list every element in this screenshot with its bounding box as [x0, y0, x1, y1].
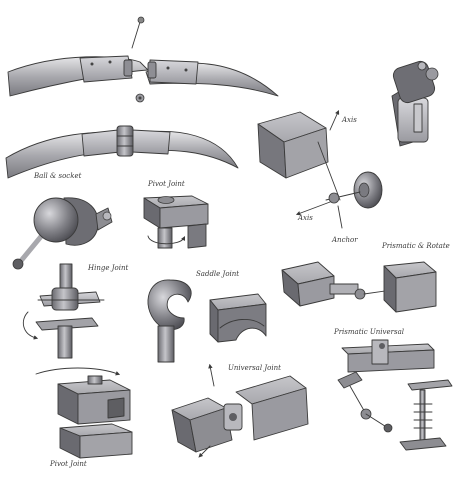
- robot-wrist-sketch: [391, 60, 439, 147]
- label-hinge-joint: Hinge Joint: [87, 264, 128, 272]
- axis-cube-wheel-diagram: [257, 109, 383, 229]
- hinge-joint: [22, 263, 105, 359]
- screw-pin-icon: [131, 16, 145, 49]
- nut-icon: [135, 93, 145, 103]
- bone-hinged-joined: [5, 125, 239, 179]
- universal-joint: [171, 363, 309, 458]
- label-saddle-joint: Saddle Joint: [196, 270, 239, 278]
- label-universal-joint: Universal Joint: [228, 364, 281, 372]
- prismatic-universal-joint: [337, 339, 453, 451]
- label-ball-and-socket: Ball & socket: [33, 172, 82, 180]
- label-axis-side: Axis: [297, 214, 313, 222]
- bone-top-separated: [7, 55, 279, 97]
- label-prismatic-rotate: Prismatic & Rotate: [381, 242, 450, 250]
- label-anchor: Anchor: [331, 236, 358, 244]
- prismatic-rotate-joint: [281, 261, 437, 313]
- label-pivot-joint-bottom: Pivot Joint: [49, 460, 87, 468]
- pivot-joint-top: [143, 195, 209, 249]
- label-prismatic-universal: Prismatic Universal: [333, 328, 404, 336]
- label-pivot-joint-top: Pivot Joint: [147, 180, 185, 188]
- pivot-joint-bottom: [35, 367, 133, 459]
- ball-socket-joint: [12, 197, 113, 270]
- label-axis-top: Axis: [341, 116, 357, 124]
- saddle-joint: [147, 279, 267, 363]
